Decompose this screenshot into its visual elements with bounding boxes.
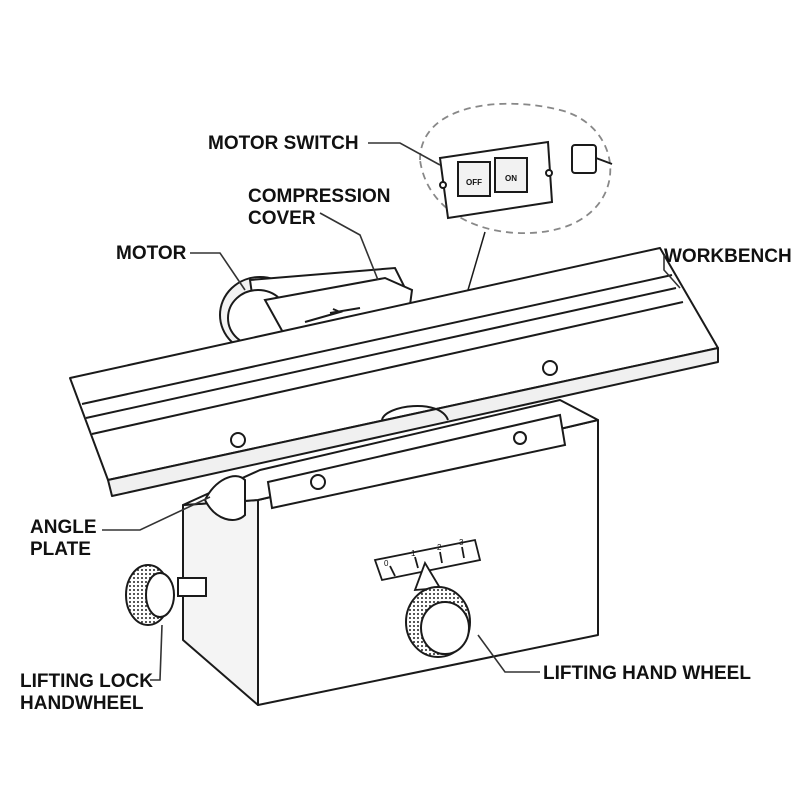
label-lifting-lock-2: HANDWHEEL xyxy=(20,693,144,714)
label-compression-cover-1: COMPRESSION xyxy=(248,186,391,207)
cable-gland xyxy=(571,144,613,174)
angle-plate xyxy=(203,413,567,521)
lifting-hand-wheel xyxy=(405,586,471,658)
label-motor-switch: MOTOR SWITCH xyxy=(208,133,359,154)
dial-tick-3: 3 xyxy=(459,538,464,547)
label-lifting-hand-wheel: LIFTING HAND WHEEL xyxy=(543,663,751,684)
leader-angle-plate xyxy=(102,496,211,531)
leader-compression-cover xyxy=(319,212,379,281)
leader-motor xyxy=(190,252,246,291)
blade xyxy=(381,405,449,421)
label-angle-plate-2: PLATE xyxy=(30,539,91,560)
switch-on-label: ON xyxy=(505,174,517,183)
dial-tick-1: 1 xyxy=(411,549,416,558)
label-workbench: WORKBENCH xyxy=(664,246,792,267)
motor-switch-callout: OFF ON xyxy=(419,102,613,291)
workbench xyxy=(69,247,719,497)
label-compression-cover-2: COVER xyxy=(248,208,316,229)
dial-tick-0: 0 xyxy=(384,559,389,568)
depth-dial-scale xyxy=(373,538,482,592)
motor-switch xyxy=(438,140,554,220)
leader-workbench xyxy=(663,255,681,289)
label-lifting-lock-1: LIFTING LOCK xyxy=(20,671,153,692)
leader-lifting-hand-wheel xyxy=(477,634,540,673)
dial-tick-2: 2 xyxy=(437,543,442,552)
leader-motor-switch xyxy=(368,142,441,166)
lifting-lock-handwheel xyxy=(125,564,207,626)
leader-lines xyxy=(102,142,681,681)
label-angle-plate-1: ANGLE xyxy=(30,517,97,538)
label-motor: MOTOR xyxy=(116,243,187,264)
leader-lifting-lock xyxy=(150,624,163,681)
switch-off-label: OFF xyxy=(466,178,482,187)
